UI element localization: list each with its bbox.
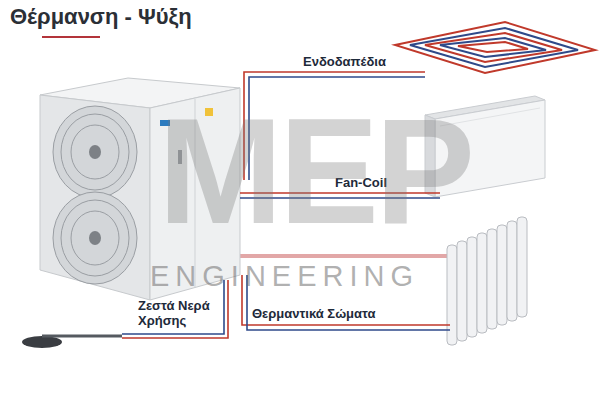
hot-water-label: Ζεστά Νερά Χρήσης <box>138 298 220 328</box>
floor-heating-coil <box>395 22 595 73</box>
radiators-label: Θερμαντικά Σώματα <box>252 306 376 321</box>
diagram-title: Θέρμανση - Ψύξη <box>10 4 192 30</box>
title-underline <box>42 36 100 38</box>
watermark-text: ENGINEERING <box>150 262 419 291</box>
watermark-logo: MEP <box>158 96 471 246</box>
floor-heating-label: Ενδοδαπέδια <box>303 54 386 69</box>
shower-head <box>22 336 122 348</box>
